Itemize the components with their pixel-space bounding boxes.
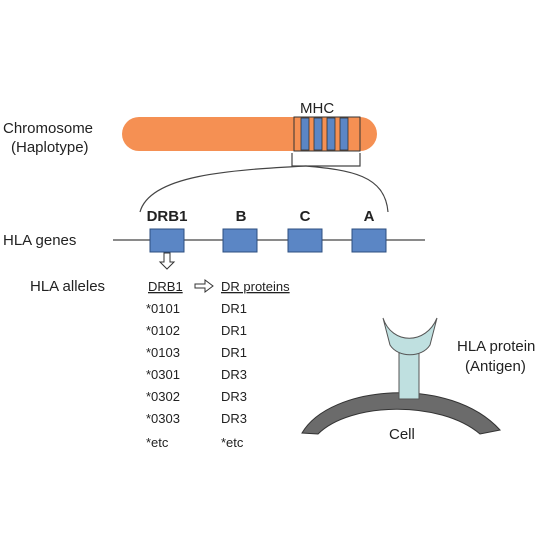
allele-cell: *0102 [146,323,180,338]
zoom-line-left [139,165,307,213]
protein-binding-cup [382,317,438,356]
down-arrow-icon [158,252,176,270]
gene-name-b: B [236,208,247,225]
protein-header: DR proteins [221,279,290,294]
chromosome [122,116,377,152]
allele-cell: *0103 [146,345,180,360]
mhc-bands [300,117,349,151]
hla-protein-label: HLA protein [457,338,535,355]
protein-cell: DR1 [221,323,247,338]
protein-stem [398,352,420,400]
mhc-label: MHC [300,100,334,117]
protein-cell: DR1 [221,301,247,316]
gene-name-a: A [364,208,375,225]
gene-name-drb1: DRB1 [147,208,188,225]
mhc-band [326,117,336,151]
gene-box-b [222,228,258,253]
allele-cell: *0301 [146,367,180,382]
gene-box-c [287,228,323,253]
hla-protein [301,317,501,435]
protein-cell: DR3 [221,411,247,426]
zoom-line-right [305,165,389,213]
mhc-band [339,117,349,151]
allele-cell: *etc [146,435,169,450]
gene-box-a [351,228,387,253]
allele-cell: *0101 [146,301,180,316]
mhc-bracket [291,153,361,167]
chromosome-label: Chromosome [3,120,93,137]
gene-name-c: C [300,208,311,225]
allele-header: DRB1 [148,279,183,294]
hla-alleles-label: HLA alleles [30,278,105,295]
protein-cell: *etc [221,435,244,450]
allele-table: *0101 DR1 *0102 DR1 *0103 DR1 *0301 DR3 … [146,301,247,450]
mhc-band [313,117,323,151]
cell-label: Cell [389,426,415,443]
protein-cell: DR3 [221,367,247,382]
allele-cell: *0303 [146,411,180,426]
gene-box-drb1 [149,228,185,253]
antigen-label: (Antigen) [465,358,526,375]
protein-cell: DR1 [221,345,247,360]
protein-cell: DR3 [221,389,247,404]
haplotype-label: (Haplotype) [11,139,89,156]
hla-genes-label: HLA genes [3,232,76,249]
cell-membrane [301,392,501,435]
allele-cell: *0302 [146,389,180,404]
mhc-band [300,117,310,151]
right-arrow-icon [194,279,214,293]
